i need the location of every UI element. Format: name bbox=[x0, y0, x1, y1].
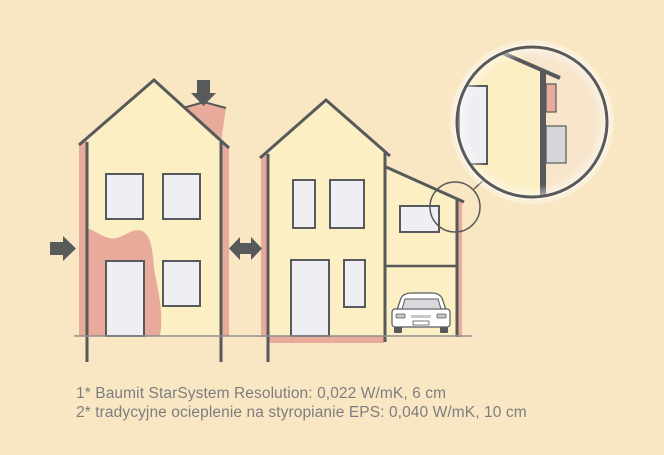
car-icon bbox=[391, 292, 451, 333]
magnifier-source-circle bbox=[429, 181, 481, 233]
left-house bbox=[78, 77, 231, 362]
caption-system-2: 2* tradycyjne ocieplenie na styropianie … bbox=[76, 404, 527, 421]
right-house-door bbox=[290, 259, 330, 337]
magnifier-detail bbox=[429, 40, 614, 233]
arrow-right-icon bbox=[50, 236, 76, 261]
left-house-window-top-right bbox=[162, 173, 201, 220]
right-house bbox=[259, 98, 465, 362]
right-house-insulation-floor bbox=[268, 336, 384, 343]
caption-system-1: 1* Baumit StarSystem Resolution: 0,022 W… bbox=[76, 385, 447, 402]
arrow-down-icon bbox=[191, 80, 216, 106]
left-house-insulation-left bbox=[79, 138, 87, 336]
right-house-roof bbox=[259, 98, 391, 160]
left-house-roof bbox=[78, 77, 231, 150]
magnifier-lens bbox=[455, 45, 609, 199]
right-house-window-top-left bbox=[292, 179, 316, 229]
double-arrow-icon bbox=[229, 237, 262, 260]
left-house-insulation-right bbox=[221, 142, 229, 336]
right-house-insulation-left bbox=[261, 152, 268, 337]
right-house-window-bottom bbox=[343, 259, 366, 308]
left-house-door bbox=[105, 260, 145, 337]
right-house-window-top-right bbox=[329, 179, 365, 229]
right-house-extension-roof bbox=[385, 165, 465, 204]
left-house-window-top-left bbox=[105, 173, 144, 220]
left-house-chimney bbox=[183, 102, 226, 142]
houses-illustration bbox=[50, 40, 614, 362]
left-house-window-bottom bbox=[162, 260, 201, 307]
